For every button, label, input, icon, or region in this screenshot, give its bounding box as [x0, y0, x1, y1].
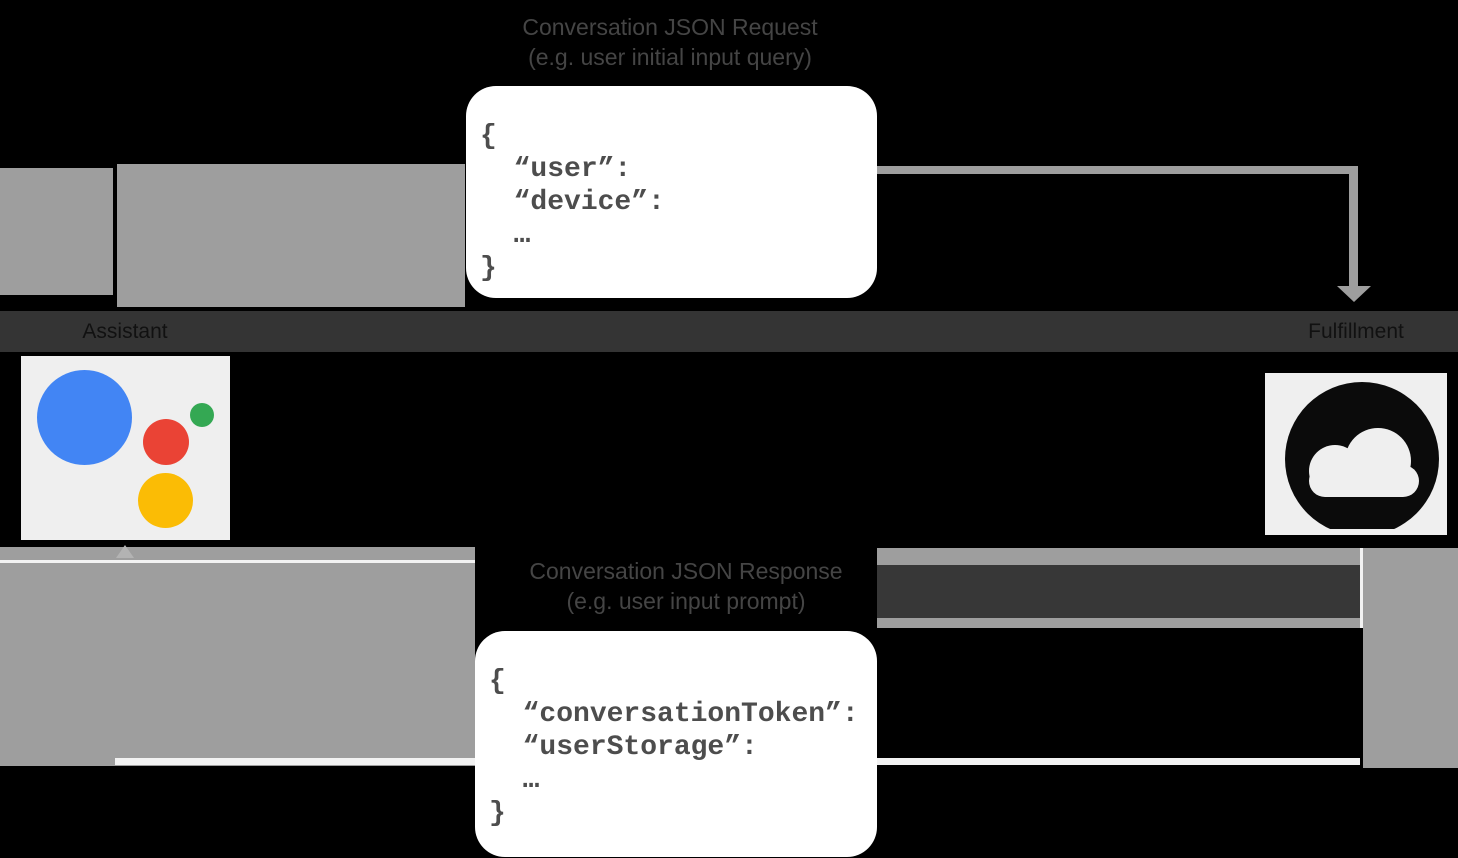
response-flow-divider-right: [1360, 548, 1363, 628]
assistant-box: [21, 356, 230, 540]
request-arrow-vertical: [1349, 166, 1358, 287]
actor-label-band: Assistant Fulfillment: [0, 311, 1458, 352]
google-cloud-icon: [1265, 382, 1447, 539]
response-json-box: { “conversationToken”: “userStorage”: … …: [475, 631, 877, 857]
request-flow-band-left: [0, 168, 113, 295]
response-flow-band-left: [0, 547, 475, 766]
response-json-code: { “conversationToken”: “userStorage”: … …: [489, 666, 859, 829]
request-title-line1: Conversation JSON Request: [522, 14, 818, 40]
response-arrowhead-icon: [116, 545, 134, 558]
response-title-line1: Conversation JSON Response: [529, 558, 843, 584]
response-flow-band-right-dark: [877, 565, 1360, 618]
assistant-blue-circle: [37, 370, 132, 465]
request-title-line2: (e.g. user initial input query): [528, 44, 812, 70]
request-arrow-shaft: [840, 166, 1357, 174]
fulfillment-box: [1265, 373, 1447, 539]
fulfillment-label: Fulfillment: [1308, 320, 1404, 343]
assistant-red-circle: [143, 419, 189, 465]
request-title: Conversation JSON Request (e.g. user ini…: [420, 12, 920, 72]
request-json-code: { “user”: “device”: … }: [480, 121, 665, 284]
response-flow-column-right: [1363, 548, 1458, 768]
request-json-box: { “user”: “device”: … }: [466, 86, 877, 298]
assistant-label: Assistant: [82, 320, 168, 343]
request-flow-band: [117, 164, 465, 307]
response-title-line2: (e.g. user input prompt): [566, 588, 806, 614]
assistant-green-circle: [190, 403, 214, 427]
google-assistant-logo-icon: [21, 356, 230, 540]
response-flow-band-right-top: [877, 548, 1360, 565]
request-arrowhead-icon: [1337, 286, 1371, 302]
response-title: Conversation JSON Response (e.g. user in…: [436, 556, 936, 616]
response-flow-divider-left: [0, 560, 475, 563]
response-flow-band-right-bottom: [877, 618, 1360, 628]
assistant-yellow-circle: [138, 473, 193, 528]
